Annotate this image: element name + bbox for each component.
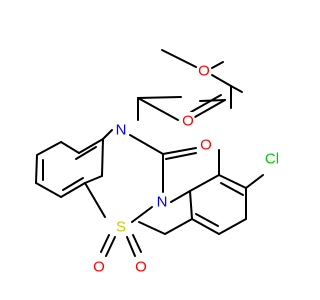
bond-line-29 bbox=[105, 236, 116, 257]
bond-line-1 bbox=[211, 61, 224, 69]
bond-line-7 bbox=[199, 99, 226, 102]
bond-line-15 bbox=[102, 129, 113, 140]
bond-line-42 bbox=[189, 190, 193, 220]
atom-label-background-Cl bbox=[262, 150, 282, 168]
bond-line-35 bbox=[218, 174, 247, 189]
atom-label-O_ester: O bbox=[198, 63, 210, 80]
bond-line-31 bbox=[126, 236, 136, 257]
bond-line-43 bbox=[164, 218, 193, 235]
bond-lines bbox=[35, 49, 264, 257]
atom-label-background-O_sulfonyl_b bbox=[134, 258, 148, 276]
bond-line-28 bbox=[131, 206, 153, 223]
atom-label-Cl: Cl bbox=[265, 151, 279, 168]
bond-line-40 bbox=[191, 218, 220, 235]
bond-line-13 bbox=[165, 152, 197, 160]
bond-line-32 bbox=[132, 234, 142, 253]
bond-line-36 bbox=[220, 182, 244, 196]
bond-line-16 bbox=[101, 138, 104, 177]
atom-label-background-O_ester bbox=[197, 62, 211, 80]
bond-line-26 bbox=[84, 175, 103, 184]
bond-line-11 bbox=[129, 134, 164, 155]
bond-line-17 bbox=[78, 138, 104, 154]
atom-label-N4: N bbox=[116, 122, 127, 139]
bond-line-24 bbox=[60, 182, 86, 198]
atom-label-O_lactam: O bbox=[200, 137, 212, 154]
bond-line-44 bbox=[138, 221, 166, 235]
bond-line-30 bbox=[100, 234, 110, 253]
bond-line-12 bbox=[162, 147, 197, 155]
bond-line-4 bbox=[230, 85, 243, 93]
bond-line-19 bbox=[60, 141, 80, 154]
bond-line-41 bbox=[195, 213, 219, 227]
atom-label-O_sulfonyl_a: O bbox=[93, 259, 105, 276]
atom-label-background-N2 bbox=[155, 193, 169, 211]
atom-label-background-O_lactam bbox=[199, 136, 213, 154]
bond-line-20 bbox=[36, 141, 62, 156]
atom-label-background-N4 bbox=[114, 121, 128, 139]
bond-line-18 bbox=[75, 146, 97, 160]
bond-line-39 bbox=[218, 218, 247, 235]
bond-line-8 bbox=[137, 97, 179, 121]
atom-label-N2: N bbox=[157, 194, 168, 211]
bond-line-37 bbox=[245, 174, 264, 189]
atom-label-S1: S bbox=[116, 219, 126, 236]
bond-line-2 bbox=[211, 74, 232, 87]
atom-label-O_carbonyl_ester: O bbox=[182, 113, 194, 130]
bond-line-34 bbox=[189, 174, 220, 192]
bond-line-23 bbox=[35, 182, 62, 198]
atom-label-background-S1 bbox=[114, 218, 128, 236]
bond-line-21 bbox=[35, 154, 38, 184]
bond-line-25 bbox=[62, 177, 84, 191]
bond-line-9 bbox=[137, 96, 182, 99]
atom-label-background-O_sulfonyl_a bbox=[92, 258, 106, 276]
atom-label-O_sulfonyl_b: O bbox=[135, 259, 147, 276]
bond-line-5 bbox=[194, 99, 226, 118]
bond-line-33 bbox=[170, 190, 191, 203]
bond-line-0 bbox=[161, 49, 197, 68]
atom-label-background-O_carbonyl_ester bbox=[181, 112, 195, 130]
bond-line-27 bbox=[84, 182, 106, 218]
bond-line-6 bbox=[190, 94, 222, 113]
